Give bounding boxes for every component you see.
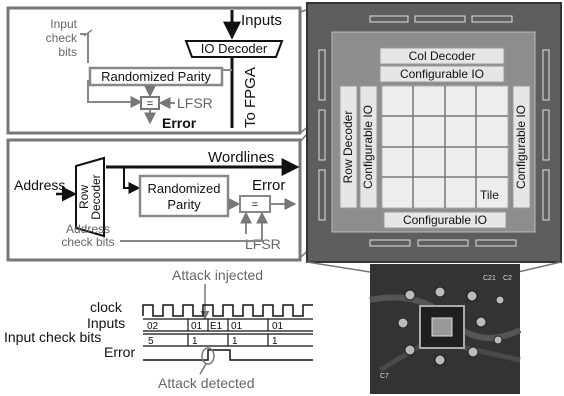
board-photo: C21 C2 C7 [370, 264, 520, 394]
top-error-label: Error [162, 115, 197, 131]
col-decoder-label: Col Decoder [409, 49, 476, 63]
io-decoder-label: IO Decoder [201, 41, 268, 56]
zoom-line-right [518, 262, 561, 272]
chip-die: Col Decoder Configurable IO Row Decoder … [307, 3, 561, 272]
check-value: 5 [148, 336, 154, 347]
configurable-io-right-label: Configurable IO [514, 105, 528, 189]
tile-label: Tile [480, 188, 499, 202]
inputs-label: Inputs [241, 12, 282, 29]
inputs-bus: 02 01 E1 01 01 [143, 319, 313, 332]
input-check-bits-label-2: check [46, 31, 78, 45]
mid-error-label: Error [252, 177, 285, 194]
configurable-io-left-label: Configurable IO [361, 105, 375, 189]
configurable-io-bottom-label: Configurable IO [403, 213, 487, 227]
compare-label: = [147, 98, 153, 110]
attack-injected-label: Attack injected [172, 267, 263, 283]
check-value: 1 [272, 336, 278, 347]
inputs-value: 01 [191, 321, 203, 332]
zoom-line-left [307, 262, 370, 272]
pin [467, 291, 477, 301]
tile-grid: Tile [382, 86, 508, 208]
clock-waveform [143, 305, 313, 316]
address-label: Address [14, 177, 65, 193]
pin [476, 317, 486, 327]
attack-detected-label: Attack detected [158, 375, 255, 391]
pin [435, 355, 445, 365]
timing-diagram: Attack injected clock Inputs Input check… [4, 267, 313, 391]
photo-label-c21: C21 [483, 275, 496, 282]
input-check-bits-label-3: bits [58, 45, 77, 59]
mid-compare-label: = [252, 199, 258, 211]
signal-clock-label: clock [90, 299, 123, 315]
top-block: Input check bits Inputs IO Decoder To FP… [8, 8, 300, 133]
pin [405, 345, 415, 355]
check-value: 1 [192, 336, 198, 347]
pin [435, 287, 445, 297]
randomized-parity-label: Randomized Parity [101, 69, 211, 84]
signal-error-label: Error [104, 344, 135, 360]
photo-label-c2: C2 [503, 275, 512, 282]
photo-label-c7: C7 [380, 373, 389, 380]
check-value: 1 [232, 336, 238, 347]
pin [468, 347, 478, 357]
check-bits-bus: 5 1 1 1 [143, 334, 313, 347]
lfsr-label: LFSR [177, 95, 213, 111]
input-check-bits-label-1: Input [50, 17, 77, 31]
inputs-value: 01 [231, 321, 243, 332]
attack-detected-pointer [200, 364, 206, 374]
mid-parity-label-2: Parity [167, 197, 201, 212]
row-decoder-label-2: Decoder [89, 174, 103, 219]
address-check-bits-label-1: Address [66, 222, 110, 236]
pin [405, 290, 415, 300]
pin [398, 318, 408, 328]
photo-chip [432, 318, 452, 336]
error-waveform [143, 350, 313, 360]
die-row-decoder-label: Row Decoder [341, 111, 355, 184]
signal-input-check-bits-label: Input check bits [4, 329, 101, 345]
wordlines-label: Wordlines [208, 149, 274, 166]
configurable-io-top-label: Configurable IO [400, 67, 484, 81]
inputs-value: E1 [210, 321, 223, 332]
inputs-value: 01 [272, 321, 284, 332]
pin [496, 296, 504, 304]
mid-block: Wordlines Address Row Decoder Randomized… [8, 140, 300, 260]
inputs-value: 02 [147, 321, 159, 332]
to-fpga-label: To FPGA [242, 67, 259, 128]
mid-parity-label-1: Randomized [148, 181, 221, 196]
address-check-bits-label-2: check bits [61, 235, 114, 249]
pin [494, 336, 502, 344]
